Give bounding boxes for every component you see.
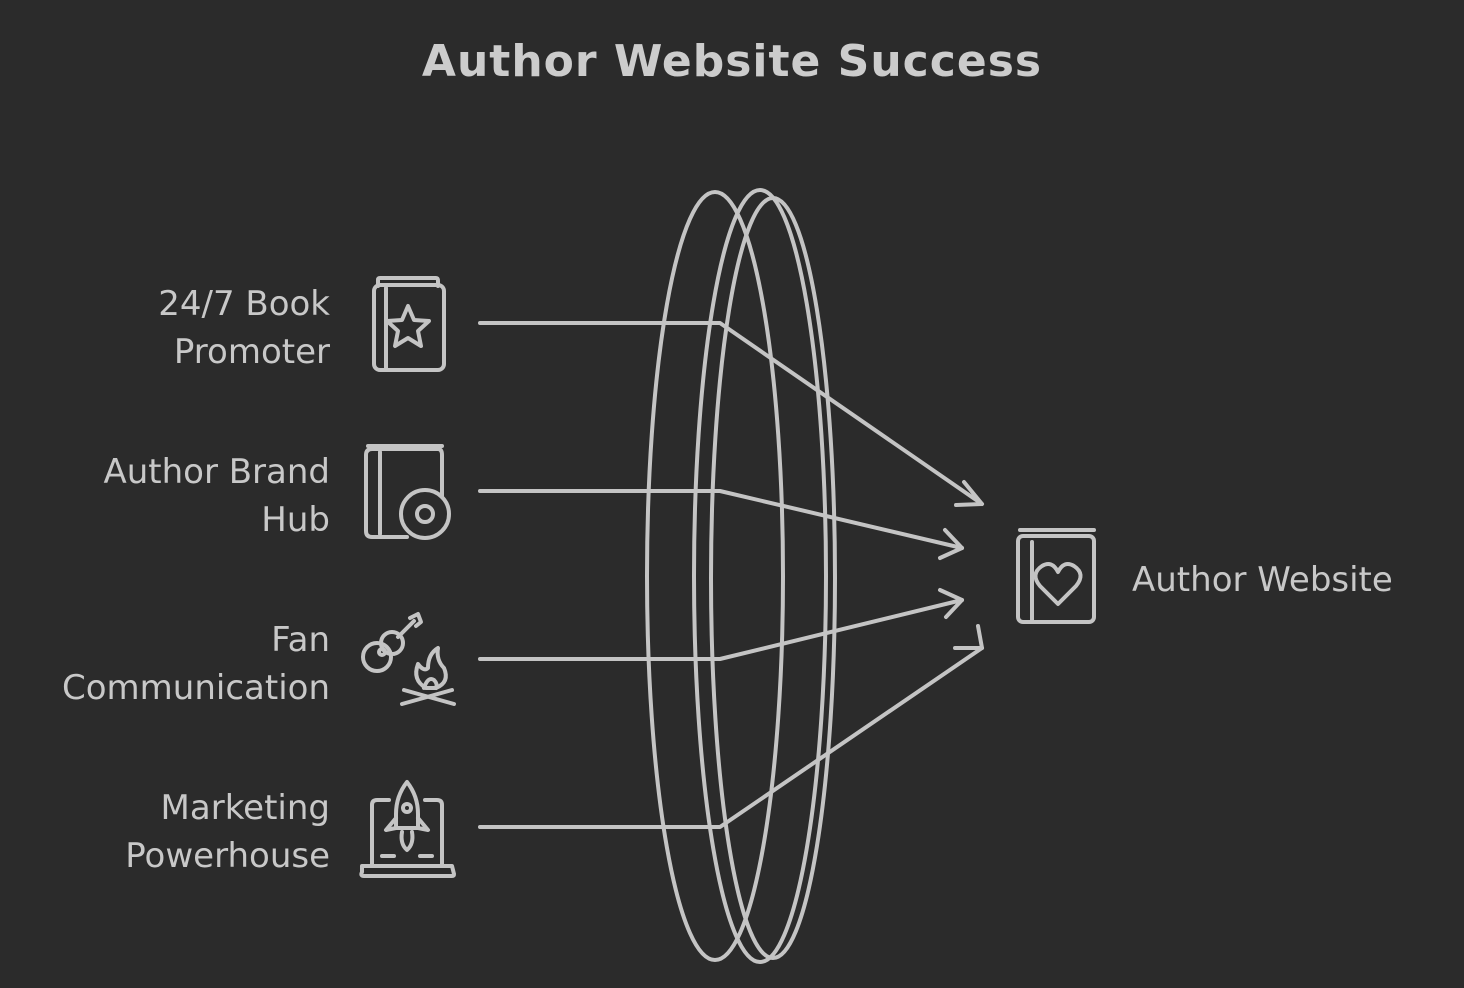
connector-marketing-powerhouse <box>478 646 984 829</box>
arrowhead <box>953 624 984 650</box>
input-label-line: Hub <box>261 500 330 540</box>
input-label-line: 24/7 Book <box>158 284 330 324</box>
input-label-line: Promoter <box>173 332 330 372</box>
connector-book-promoter <box>478 321 984 506</box>
input-label-brand-hub: Author Brand Hub <box>103 448 330 544</box>
input-label-line: Communication <box>62 668 330 708</box>
guitar-campfire-icon <box>361 612 456 706</box>
input-label-line: Powerhouse <box>125 836 330 876</box>
arrowhead <box>938 588 964 619</box>
arrowhead <box>954 480 984 507</box>
book-disc-icon <box>364 444 451 540</box>
lens-shape <box>645 188 837 964</box>
input-label-marketing-powerhouse: Marketing Powerhouse <box>125 784 330 880</box>
input-label-line: Author Brand <box>103 452 330 492</box>
arrowhead <box>938 528 964 560</box>
laptop-rocket-icon <box>359 780 456 878</box>
connector-fan-communication <box>478 598 964 661</box>
book-heart-icon <box>1016 528 1096 624</box>
connector-lines <box>478 321 984 829</box>
output-label: Author Website <box>1132 560 1393 600</box>
diagram-title: Author Website Success <box>421 36 1043 87</box>
arrowheads <box>938 480 984 650</box>
input-label-line: Fan <box>271 620 330 660</box>
input-label-fan-communication: Fan Communication <box>62 616 330 712</box>
connector-brand-hub <box>478 489 964 550</box>
input-label-book-promoter: 24/7 Book Promoter <box>158 280 330 376</box>
book-star-icon <box>372 276 446 372</box>
input-label-line: Marketing <box>160 788 330 828</box>
